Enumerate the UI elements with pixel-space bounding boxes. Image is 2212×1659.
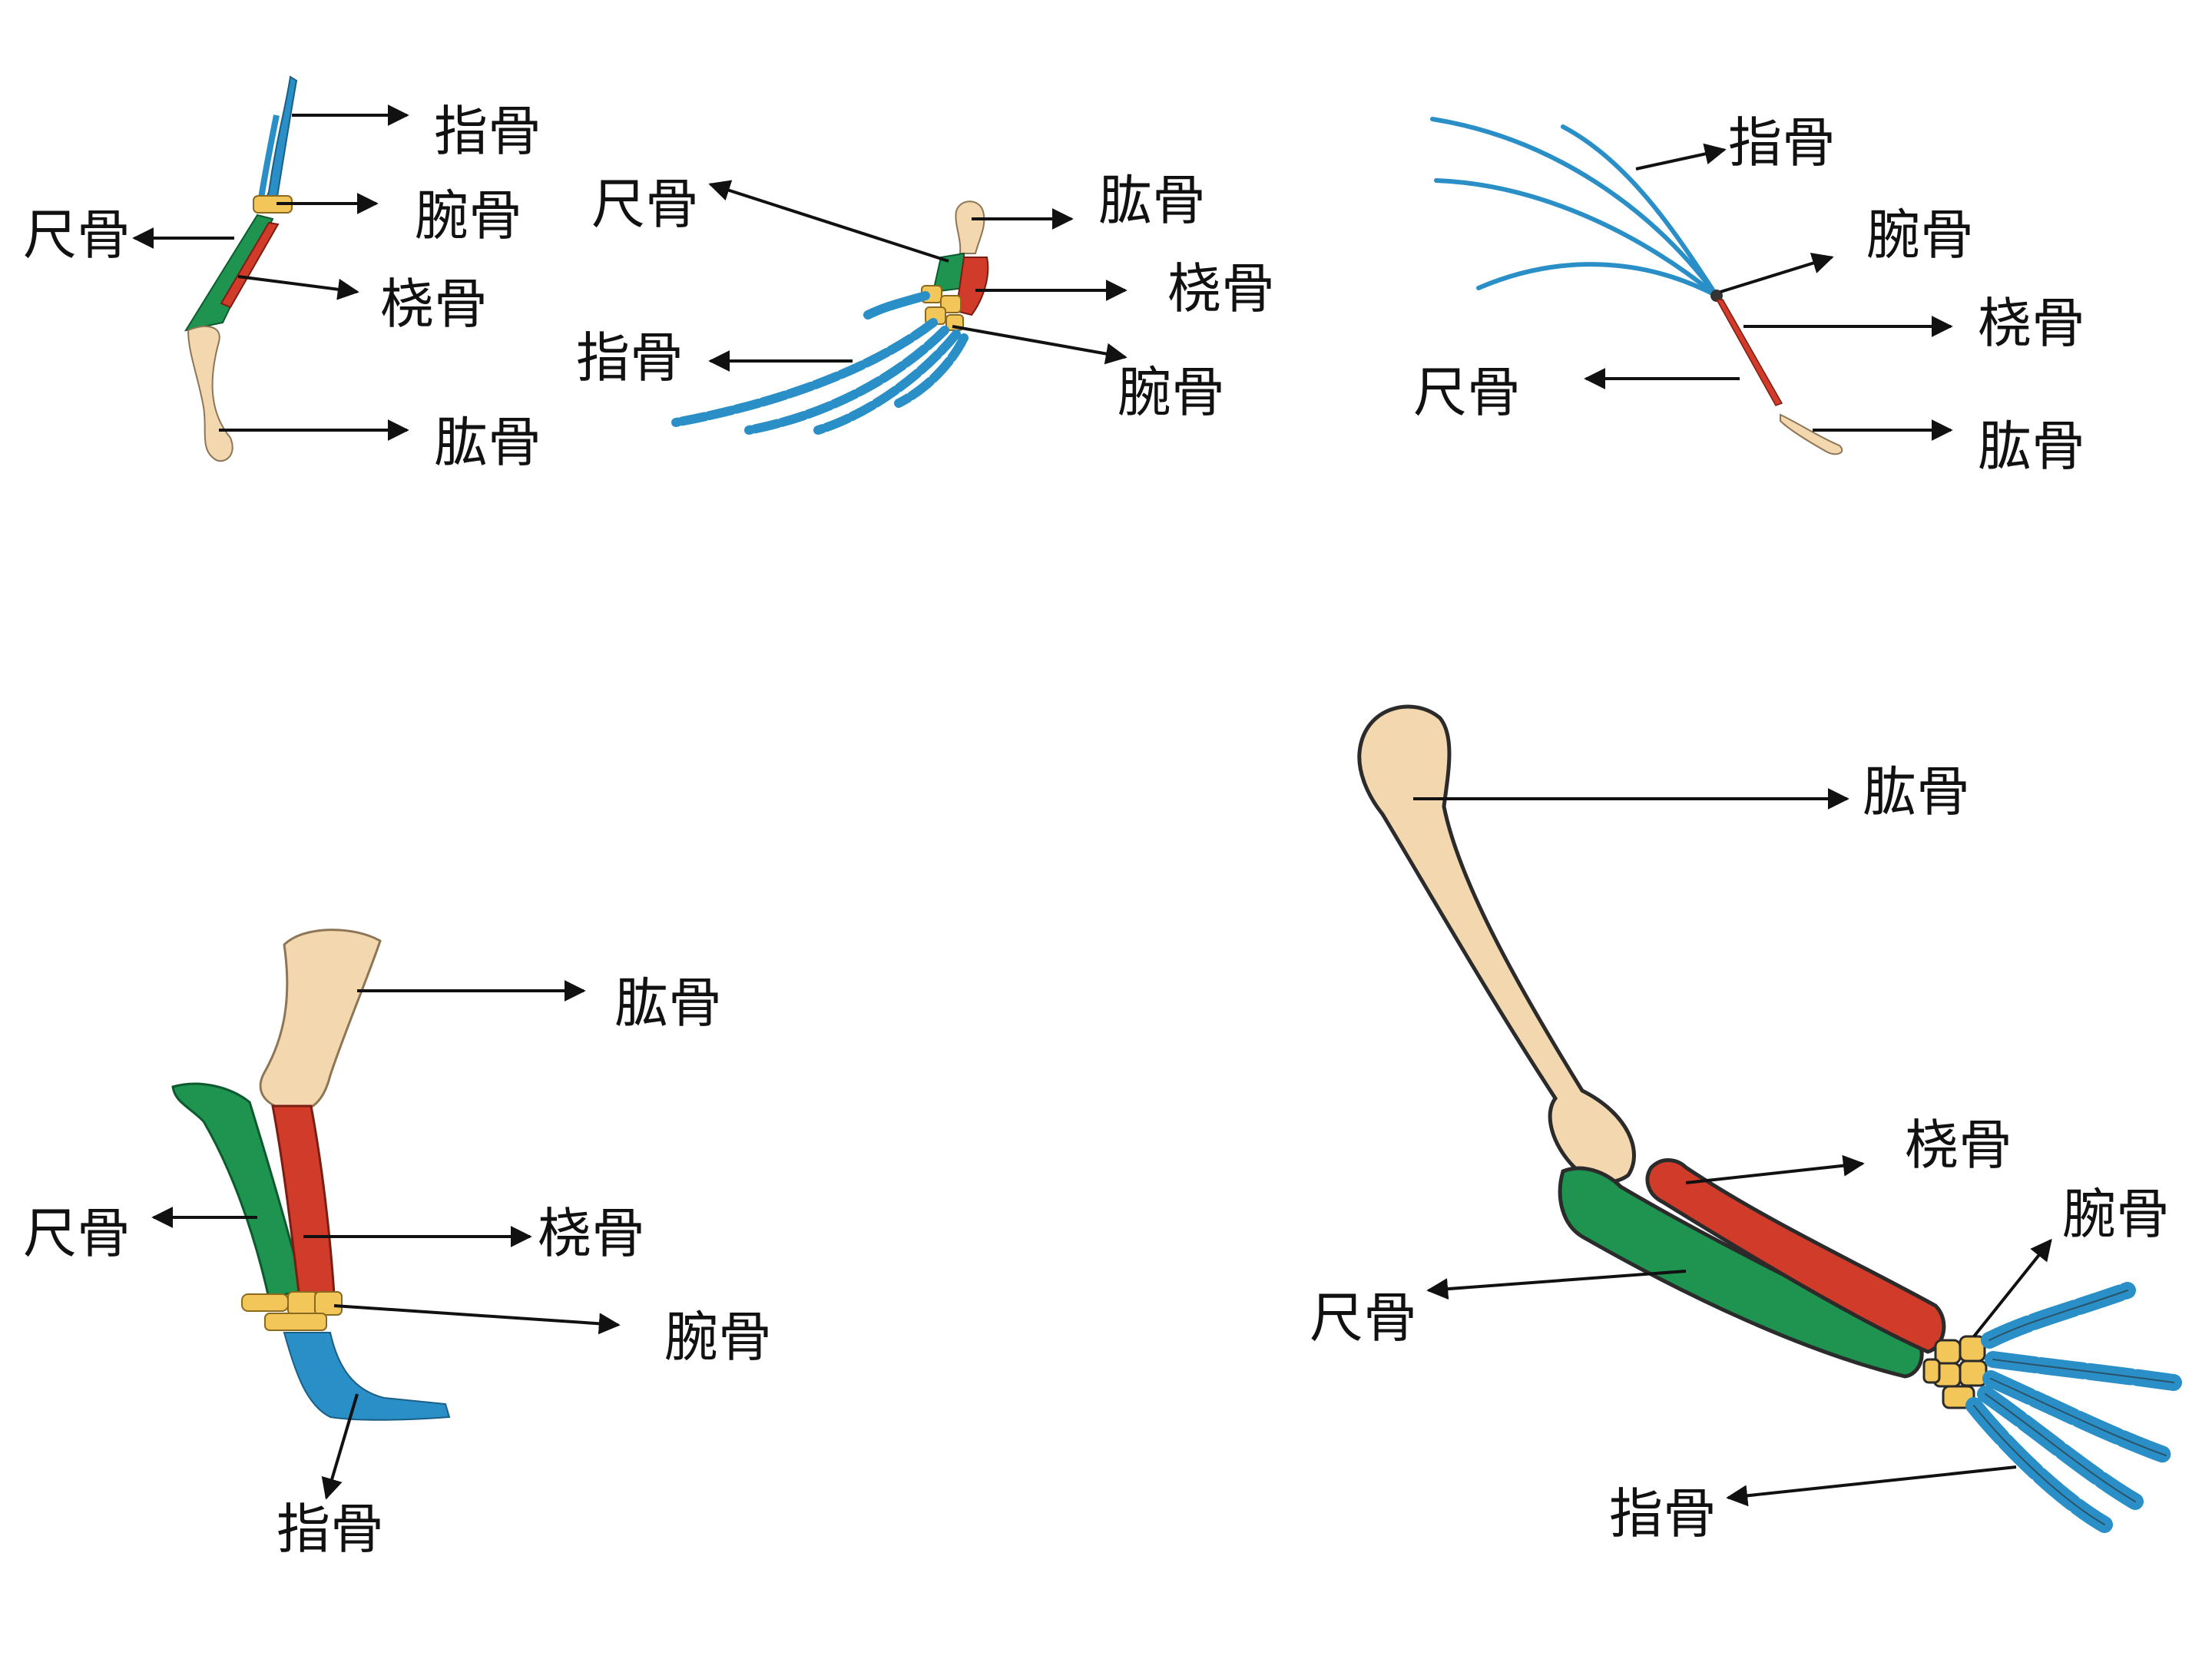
pointer-arrow (1726, 1465, 2017, 1507)
pointer-arrow (321, 1393, 359, 1500)
phalanges-bone (671, 291, 969, 435)
label-radius: 桡骨 (538, 1202, 645, 1265)
label-humerus: 肱骨 (614, 972, 722, 1035)
phalanges-bone (283, 1332, 451, 1421)
pointer-arrow (1972, 1238, 2052, 1338)
label-carpals: 腕骨 (415, 184, 522, 247)
label-ulna: 尺骨 (1310, 1286, 1417, 1349)
ulna-bone (1558, 1166, 1924, 1379)
label-radius: 桡骨 (1167, 257, 1275, 320)
limb-panel-5: 肱骨 桡骨 腕骨 尺骨 指骨 (1310, 704, 2182, 1545)
pointer-arrow (1720, 253, 1834, 293)
label-ulna: 尺骨 (1413, 361, 1521, 424)
carpals-bone (241, 1291, 343, 1331)
limb-panel-4: 肱骨 尺骨 桡骨 腕骨 指骨 (23, 929, 772, 1561)
label-carpals: 腕骨 (1118, 361, 1225, 424)
label-phalanges: 指骨 (576, 326, 684, 389)
limb-panel-1: 指骨 腕骨 尺骨 桡骨 肱骨 (23, 75, 541, 474)
label-phalanges: 指骨 (434, 100, 541, 163)
pointer-arrow (333, 1304, 621, 1335)
pointer-arrow (1685, 1154, 1865, 1184)
label-phalanges: 指骨 (276, 1498, 384, 1561)
pointer-arrow (237, 275, 359, 300)
radius-bone (1715, 299, 1783, 406)
label-ulna: 尺骨 (23, 204, 131, 267)
label-phalanges: 指骨 (1728, 111, 1836, 174)
label-humerus: 肱骨 (1863, 760, 1970, 823)
phalanges-outline (1973, 1290, 2174, 1525)
phalanges-bone (1430, 117, 1719, 298)
label-phalanges: 指骨 (1609, 1482, 1717, 1545)
phalanges-bone (258, 114, 280, 199)
label-ulna: 尺骨 (591, 173, 699, 236)
humerus-bone (1357, 704, 1636, 1184)
humerus-bone (259, 929, 382, 1112)
ulna-bone (184, 214, 274, 332)
radius-bone (220, 221, 280, 309)
pointer-arrow (1635, 143, 1727, 171)
label-humerus: 肱骨 (1978, 415, 2085, 478)
humerus-bone (187, 326, 233, 462)
humerus-bone (955, 200, 985, 254)
carpals-bone (1710, 290, 1723, 302)
label-radius: 桡骨 (1978, 292, 2085, 355)
pointer-arrow (708, 180, 949, 263)
label-radius: 桡骨 (380, 273, 488, 336)
label-radius: 桡骨 (1905, 1114, 2012, 1177)
limb-panel-2: 尺骨 肱骨 桡骨 指骨 腕骨 (576, 169, 1275, 435)
pointer-arrow (952, 325, 1128, 365)
label-humerus: 肱骨 (1098, 169, 1206, 232)
pointer-arrow (1426, 1270, 1687, 1300)
humerus-bone (1780, 413, 1843, 455)
label-carpals: 腕骨 (664, 1306, 772, 1369)
label-carpals: 腕骨 (2062, 1183, 2170, 1246)
label-carpals: 腕骨 (1866, 204, 1974, 267)
label-ulna: 尺骨 (23, 1202, 131, 1265)
limb-panel-3: 指骨 腕骨 桡骨 尺骨 肱骨 (1413, 111, 2085, 478)
label-humerus: 肱骨 (434, 411, 541, 474)
